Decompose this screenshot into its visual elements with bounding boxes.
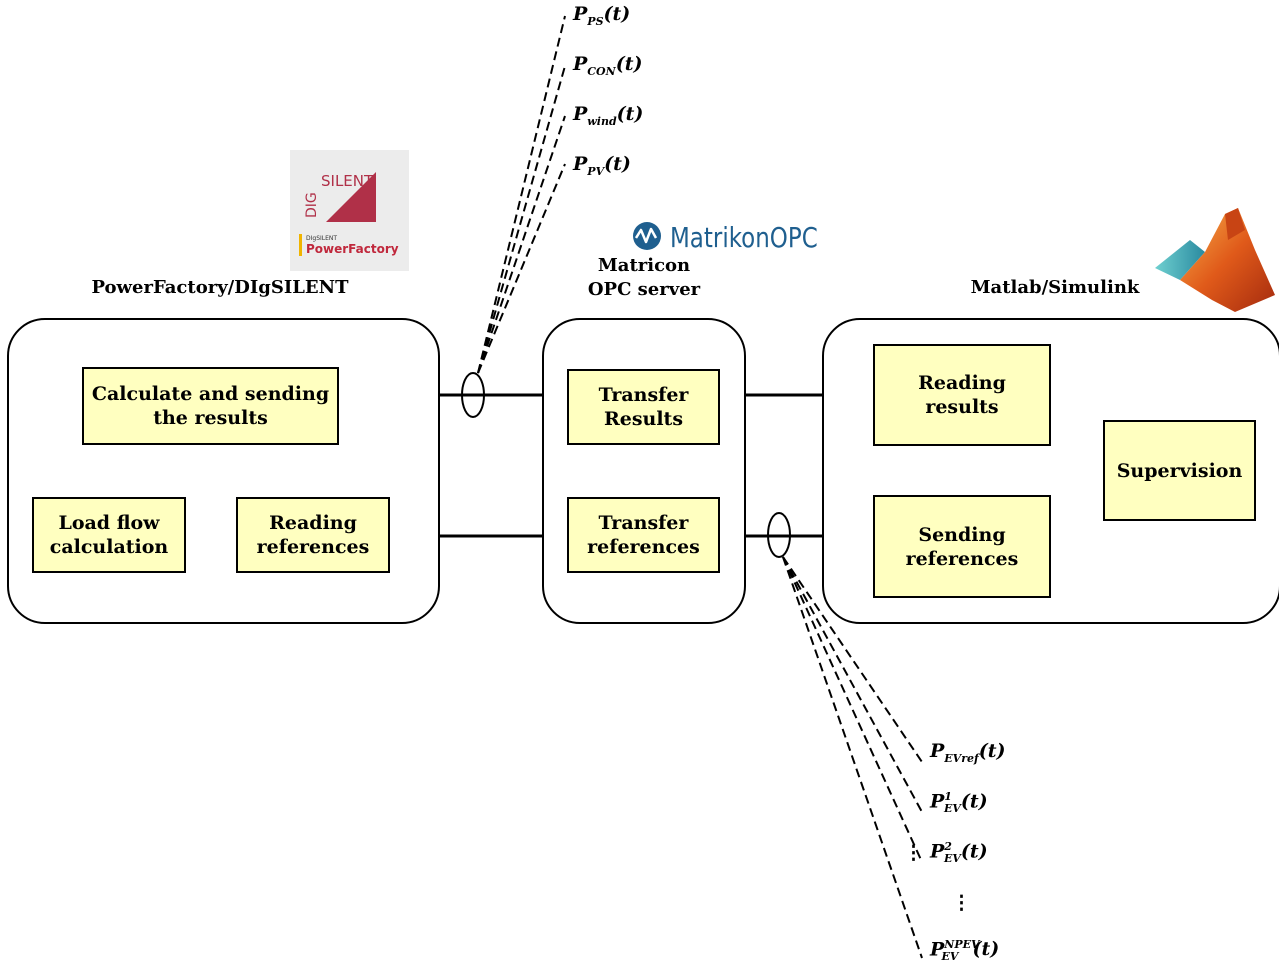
signal-p-con-base: P	[573, 53, 588, 75]
ellipsis-left: ⋮	[904, 842, 923, 864]
signal-lines-out	[782, 556, 923, 959]
digsilent-logo-bar	[299, 234, 302, 256]
sending-references-box: Sending references	[873, 495, 1051, 598]
signal-p-ev1-base: P	[930, 790, 945, 813]
signal-p-evnpev: PNPEVEV (t)	[930, 938, 999, 963]
opc-server-title: Matricon OPC server	[544, 254, 744, 302]
transfer-references-box: Transfer references	[567, 497, 720, 573]
digsilent-logo-product: PowerFactory	[306, 242, 399, 256]
signal-p-evref-arg: (t)	[978, 740, 1006, 762]
transfer-results-line1: Transfer	[598, 384, 689, 406]
signal-p-evnpev-sub: EV	[941, 950, 959, 964]
calc-send-line1: Calculate and sending	[91, 383, 330, 405]
calc-send-results-box: Calculate and sending the results	[82, 367, 339, 445]
matrikon-icon	[633, 222, 661, 250]
signal-p-evref-sub: EVref	[944, 751, 979, 765]
signal-p-evnpev-base: P	[930, 938, 945, 961]
powerfactory-title: PowerFactory/DIgSILENT	[91, 277, 349, 298]
reading-refs-line2: references	[256, 536, 370, 558]
sending-refs-line1: Sending	[918, 523, 1006, 546]
transfer-results-line2: Results	[603, 408, 684, 430]
transfer-refs-line2: references	[587, 536, 700, 558]
load-flow-box: Load flow calculation	[32, 497, 186, 573]
digsilent-logo-small: DIgSILENT	[306, 235, 338, 242]
signal-bundle-in	[461, 372, 485, 418]
supervision-box: Supervision	[1103, 420, 1256, 521]
signal-p-pv: PPV(t)	[573, 153, 631, 178]
transfer-refs-line1: Transfer	[598, 512, 689, 534]
digsilent-logo-mark	[326, 172, 376, 222]
signal-p-pv-base: P	[573, 153, 588, 175]
signal-p-evnpev-sup: NPEV	[944, 938, 980, 951]
signal-p-ev1: P1EV(t)	[930, 790, 988, 815]
signal-p-ps: PPS(t)	[573, 3, 630, 28]
sending-refs-line2: references	[905, 547, 1019, 570]
reading-results-line2: results	[925, 396, 999, 418]
signal-p-ps-sub: PS	[587, 14, 604, 28]
signal-p-ev2-base: P	[930, 840, 945, 863]
reading-refs-line1: Reading	[269, 512, 357, 534]
digsilent-logo-dig: DIG	[304, 192, 320, 218]
signal-p-ev2-sub: EV	[943, 852, 961, 866]
signal-p-evref: PEVref(t)	[930, 740, 1006, 765]
signal-p-ev2: P2EV(t)	[930, 840, 988, 865]
signal-p-wind: Pwind(t)	[573, 103, 643, 128]
signal-p-wind-base: P	[573, 103, 588, 125]
ellipsis-mid: ⋮	[952, 892, 971, 914]
signal-p-con: PCON(t)	[573, 53, 642, 78]
signal-p-ev2-sup: 2	[944, 840, 952, 853]
reading-results-box: Reading results	[873, 344, 1051, 446]
signal-lines-in	[477, 15, 566, 374]
opc-title-line1: Matricon	[597, 255, 691, 276]
signal-p-ev1-arg: (t)	[960, 790, 988, 813]
load-flow-line2: calculation	[49, 536, 169, 558]
reading-references-box: Reading references	[236, 497, 390, 573]
reading-results-line1: Reading	[918, 372, 1006, 394]
signal-p-con-sub: CON	[587, 64, 616, 78]
signal-p-wind-sub: wind	[587, 114, 617, 128]
signal-p-pv-arg: (t)	[604, 153, 631, 175]
signal-p-evnpev-arg: (t)	[972, 938, 1000, 961]
signal-bundle-out	[767, 512, 791, 558]
powerfactory-container	[7, 318, 440, 624]
calc-send-line2: the results	[153, 407, 268, 429]
signal-p-evref-base: P	[930, 740, 945, 762]
signal-p-ev1-sub: EV	[943, 802, 961, 816]
load-flow-line1: Load flow	[58, 512, 160, 534]
signal-p-ev1-sup: 1	[944, 790, 952, 803]
opc-server-container	[542, 318, 746, 624]
matrikon-logo-text: MatrikonOPC	[670, 221, 818, 254]
signal-p-ps-arg: (t)	[603, 3, 631, 25]
matlab-title: Matlab/Simulink	[970, 277, 1140, 298]
digsilent-logo: SILENT DIG DIgSILENT PowerFactory	[290, 150, 409, 271]
signal-p-wind-arg: (t)	[616, 103, 644, 125]
digsilent-logo-silent: SILENT	[321, 172, 374, 190]
transfer-results-box: Transfer Results	[567, 369, 720, 445]
signal-p-ev2-arg: (t)	[960, 840, 988, 863]
matlab-logo	[1155, 208, 1275, 312]
signal-p-con-arg: (t)	[615, 53, 643, 75]
signal-p-pv-sub: PV	[587, 164, 605, 178]
signal-p-ps-base: P	[573, 3, 588, 25]
opc-title-line2: OPC server	[587, 279, 701, 300]
